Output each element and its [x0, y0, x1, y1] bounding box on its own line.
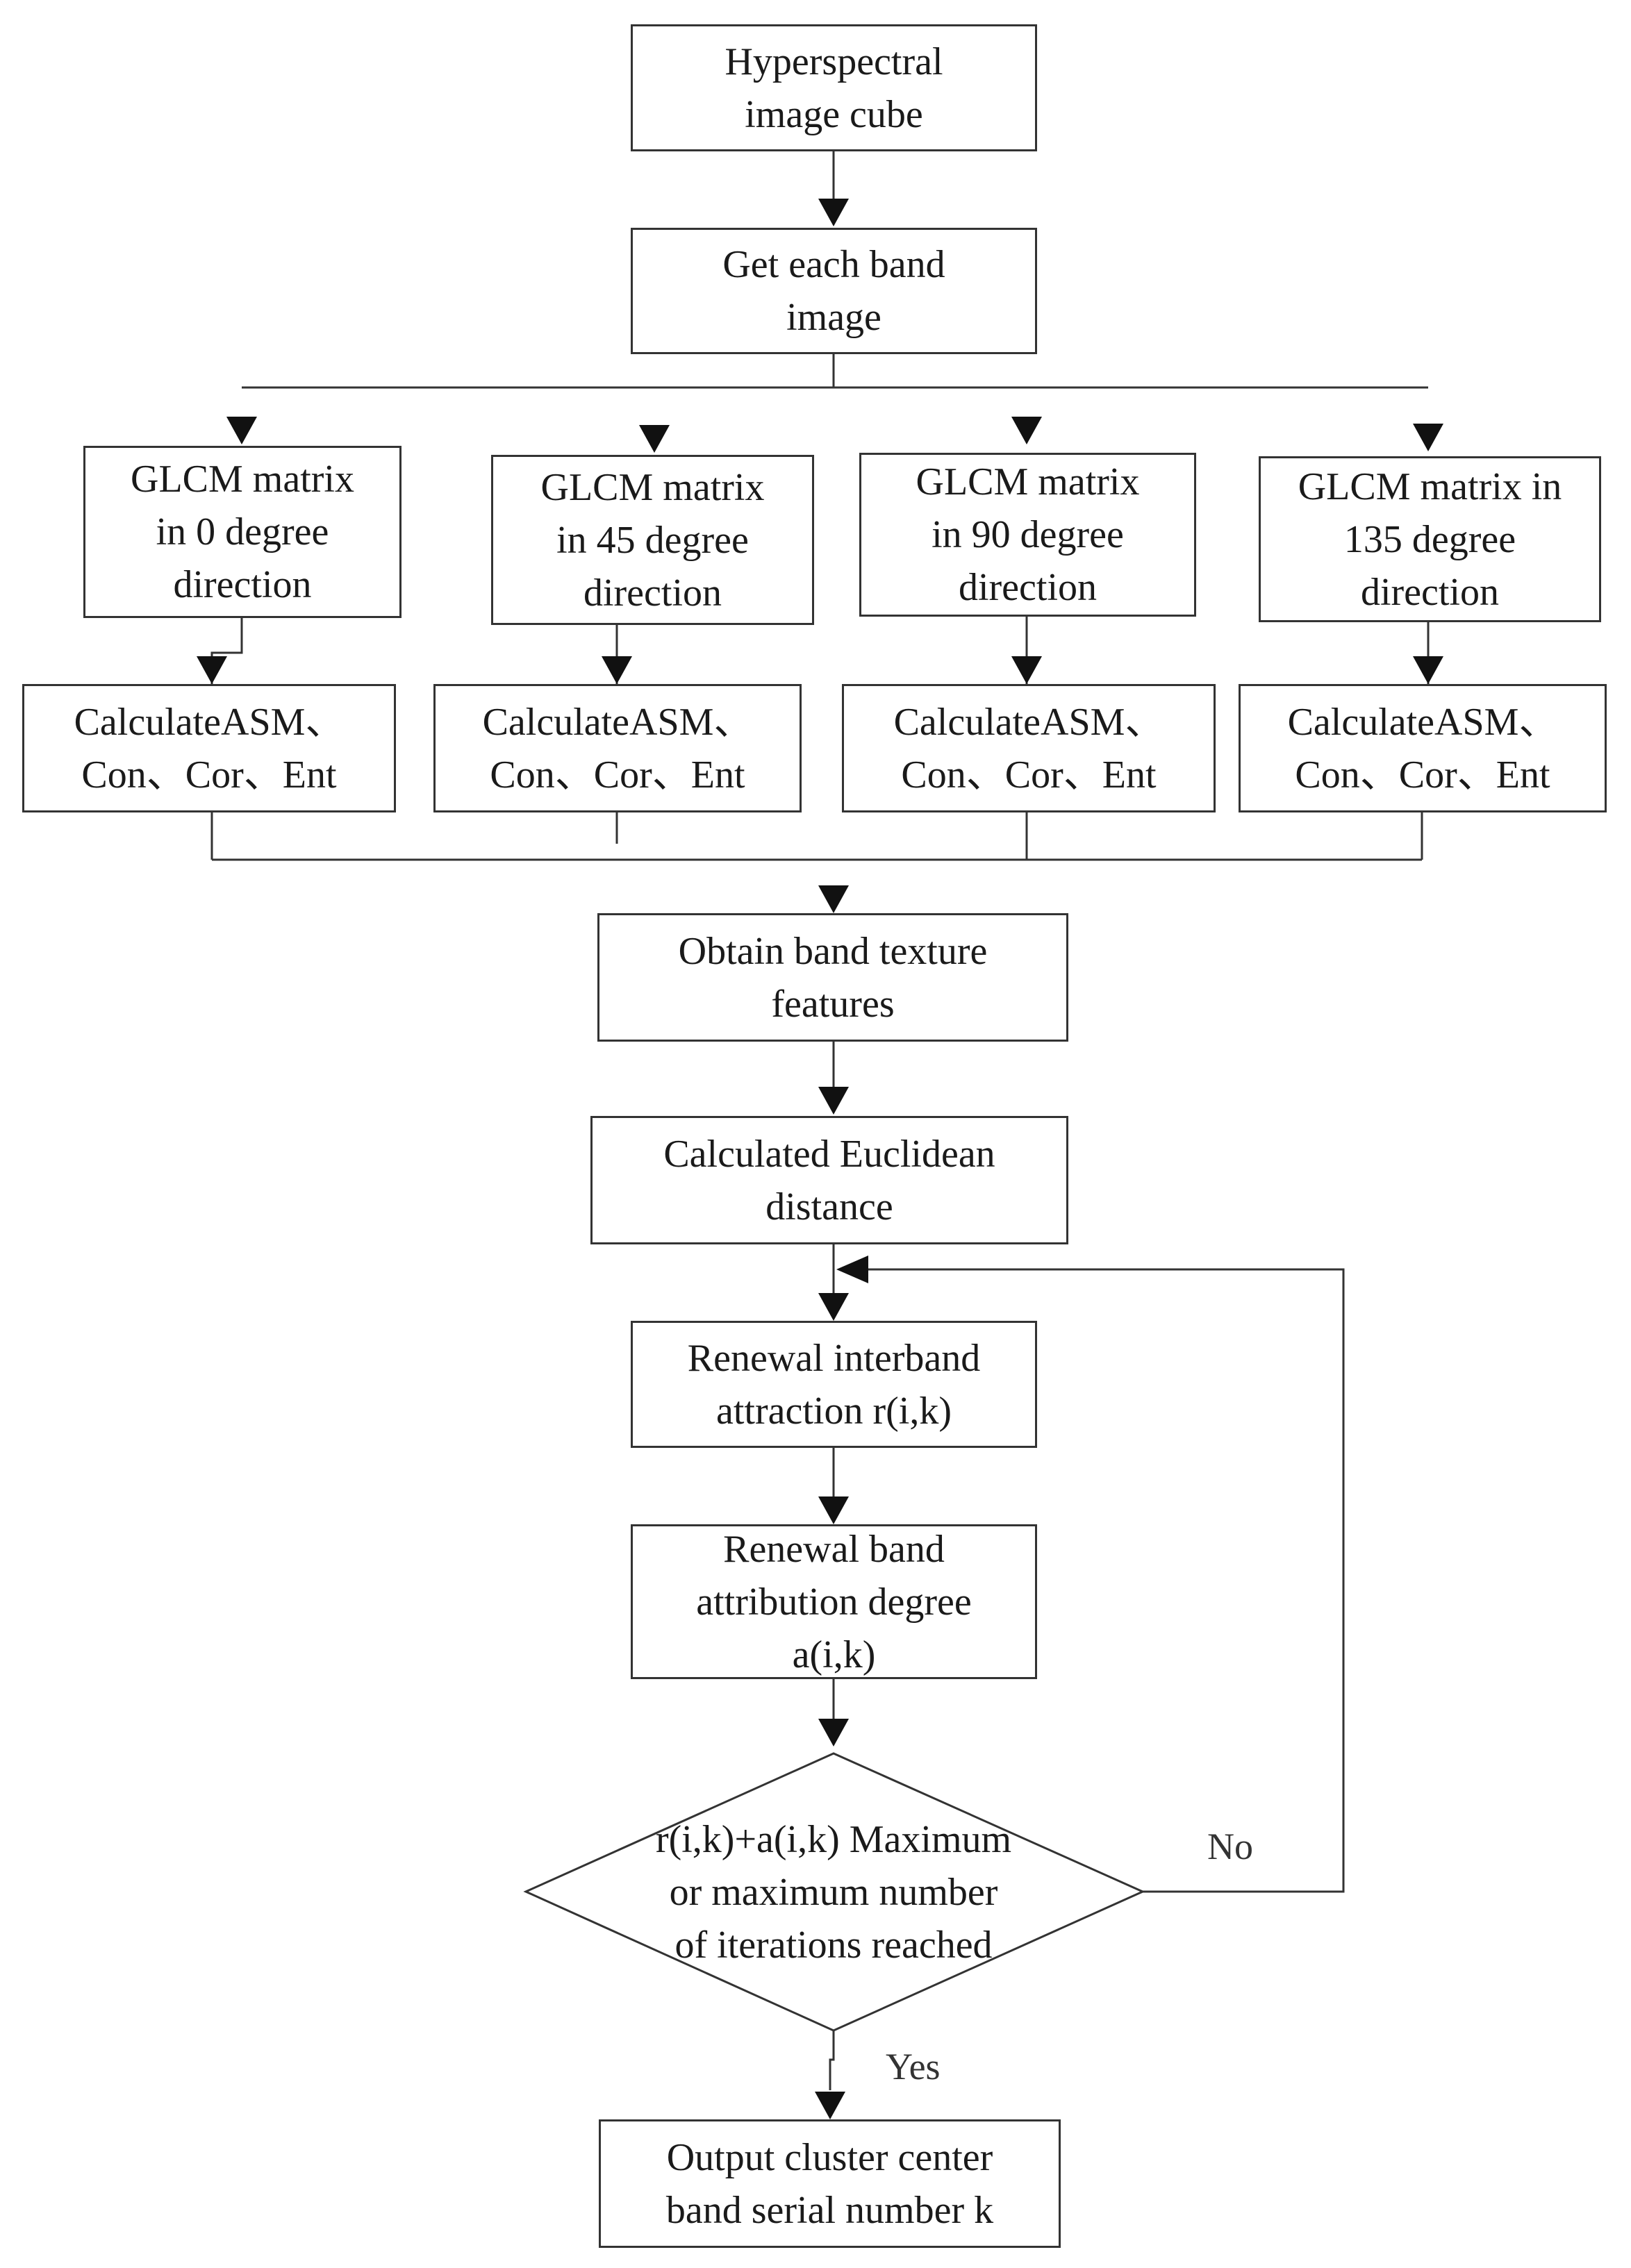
arrowhead-glcm45 — [639, 425, 670, 453]
glcm-90-label: GLCM matrix in 90 degree direction — [916, 460, 1140, 609]
arrowhead-calc90 — [1011, 656, 1042, 684]
glcm-45-box: GLCM matrix in 45 degree direction — [491, 455, 814, 625]
glcm-135-label: GLCM matrix in 135 degree direction — [1298, 465, 1562, 614]
texture-features-label: Obtain band texture features — [678, 929, 988, 1026]
glcm-0-box: GLCM matrix in 0 degree direction — [83, 446, 401, 618]
texture-features-box: Obtain band texture features — [597, 913, 1068, 1042]
calc-135-label: CalculateASM、 Con、Cor、Ent — [1287, 700, 1558, 797]
arrowhead-calc45 — [602, 656, 632, 684]
arrowhead-output — [815, 2092, 845, 2119]
output-box: Output cluster center band serial number… — [599, 2119, 1061, 2248]
hyperspectral-cube-label: Hyperspectral image cube — [725, 40, 943, 136]
glcm-0-label: GLCM matrix in 0 degree direction — [131, 458, 354, 606]
calc-45-box: CalculateASM、 Con、Cor、Ent — [433, 684, 802, 812]
arrowhead-decision — [818, 1719, 849, 1746]
renewal-attribution-box: Renewal band attribution degree a(i,k) — [631, 1524, 1037, 1679]
arrowhead-texture — [818, 885, 849, 913]
calc-135-box: CalculateASM、 Con、Cor、Ent — [1239, 684, 1607, 812]
decision-label: r(i,k)+a(i,k) Maximum or maximum number … — [655, 1818, 1012, 1967]
hyperspectral-cube-box: Hyperspectral image cube — [631, 24, 1037, 151]
get-band-image-box: Get each band image — [631, 228, 1037, 354]
glcm-45-label: GLCM matrix in 45 degree direction — [540, 465, 765, 615]
renewal-attribution-label: Renewal band attribution degree a(i,k) — [696, 1527, 972, 1676]
arrowhead-band — [818, 199, 849, 226]
get-band-image-label: Get each band image — [722, 243, 945, 339]
euclidean-box: Calculated Euclidean distance — [590, 1116, 1068, 1244]
euclidean-label: Calculated Euclidean distance — [663, 1132, 995, 1228]
loop-no — [849, 1268, 1345, 1893]
arrowhead-euclidean — [818, 1087, 849, 1115]
arrowhead-calc135 — [1413, 656, 1443, 684]
calc-0-label: CalculateASM、 Con、Cor、Ent — [74, 700, 345, 797]
arrowhead-calc0 — [197, 656, 227, 684]
yes-label: Yes — [886, 2046, 941, 2087]
calc-90-box: CalculateASM、 Con、Cor、Ent — [842, 684, 1216, 812]
calc-90-label: CalculateASM、 Con、Cor、Ent — [893, 700, 1164, 797]
renewal-attraction-label: Renewal interband attraction r(i,k) — [687, 1336, 981, 1433]
output-label: Output cluster center band serial number… — [665, 2135, 994, 2232]
arrowhead-loop — [836, 1256, 868, 1283]
arrowhead-attribution — [818, 1496, 849, 1524]
arrowhead-glcm90 — [1011, 417, 1042, 444]
arrowhead-attraction — [818, 1293, 849, 1321]
glcm-135-box: GLCM matrix in 135 degree direction — [1259, 456, 1601, 622]
arrowhead-glcm0 — [226, 417, 257, 444]
renewal-attraction-box: Renewal interband attraction r(i,k) — [631, 1321, 1037, 1448]
decision-diamond — [523, 1752, 1145, 2032]
calc-45-label: CalculateASM、 Con、Cor、Ent — [482, 700, 753, 797]
no-label: No — [1207, 1826, 1253, 1867]
calc-0-box: CalculateASM、 Con、Cor、Ent — [22, 684, 396, 812]
arrowhead-glcm135 — [1413, 424, 1443, 451]
glcm-90-box: GLCM matrix in 90 degree direction — [859, 453, 1196, 617]
